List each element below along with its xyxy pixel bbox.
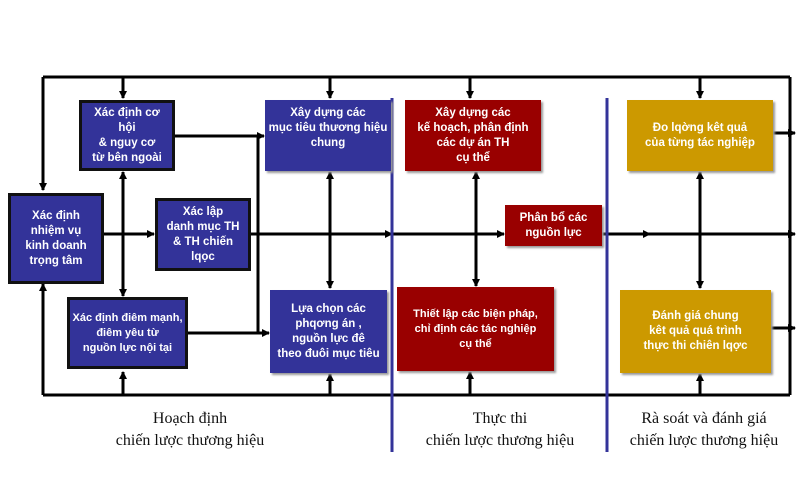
box-measure-results: Đo lqờng kêt quả của từng tác nghiệp <box>627 100 773 171</box>
box-allocate-resources: Phân bổ các nguồn lực <box>505 205 602 246</box>
box-evaluate: Đánh giá chung kêt quả quá trình thực th… <box>620 290 771 373</box>
box-options: Lựa chọn các phqơng án , nguồn lực đê th… <box>270 290 387 373</box>
phase-label-planning: Hoạch định chiến lược thương hiệu <box>115 410 265 449</box>
phase-label-review: Rà soát và đánh giá chiến lược thương hi… <box>629 410 779 449</box>
box-portfolio: Xác lập danh mục TH & TH chiến lqọc <box>155 198 251 271</box>
box-opportunities: Xác định cơ hội & nguy cơ từ bên ngoài <box>79 100 175 171</box>
box-strengths: Xác định điêm mạnh, điêm yêu từ nguồn lự… <box>67 297 188 369</box>
box-measures: Thiết lập các biện pháp, chỉ định các tá… <box>397 287 554 371</box>
box-mission: Xác định nhiệm vụ kinh doanh trọng tâm <box>8 193 104 284</box>
box-goals: Xây dựng các mục tiêu thương hiệu chung <box>265 100 391 171</box>
box-plans: Xây dựng các kế hoạch, phân định các dự … <box>405 100 541 171</box>
phase-label-execution: Thực thi chiến lược thương hiệu <box>425 410 575 449</box>
